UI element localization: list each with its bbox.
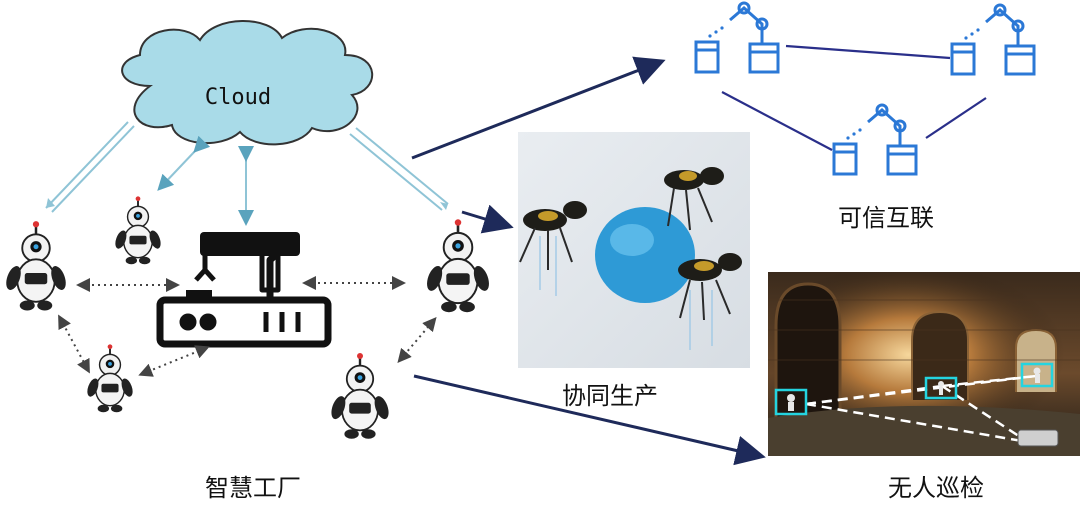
inspection-image: [768, 272, 1080, 456]
robot-icon-bottom: [329, 353, 392, 439]
factory-machine-icon: [160, 232, 328, 344]
robot-arm-icon-1: [696, 3, 778, 72]
robot-icon-top: [113, 196, 163, 264]
caption-interconnect: 可信互联: [838, 198, 934, 233]
caption-inspection: 无人巡检: [888, 468, 984, 503]
caption-collaboration: 协同生产: [562, 376, 658, 411]
robot-icon-left: [3, 221, 68, 310]
collaboration-image: [518, 132, 750, 368]
cloud: [122, 21, 372, 144]
robot-icon-bottom-left: [85, 344, 135, 412]
robot-icon-right: [424, 219, 492, 312]
robot-arm-icon-3: [834, 105, 916, 174]
cloud-label: Cloud: [205, 85, 271, 110]
caption-factory: 智慧工厂: [205, 468, 301, 503]
robot-arm-icon-2: [952, 5, 1034, 74]
